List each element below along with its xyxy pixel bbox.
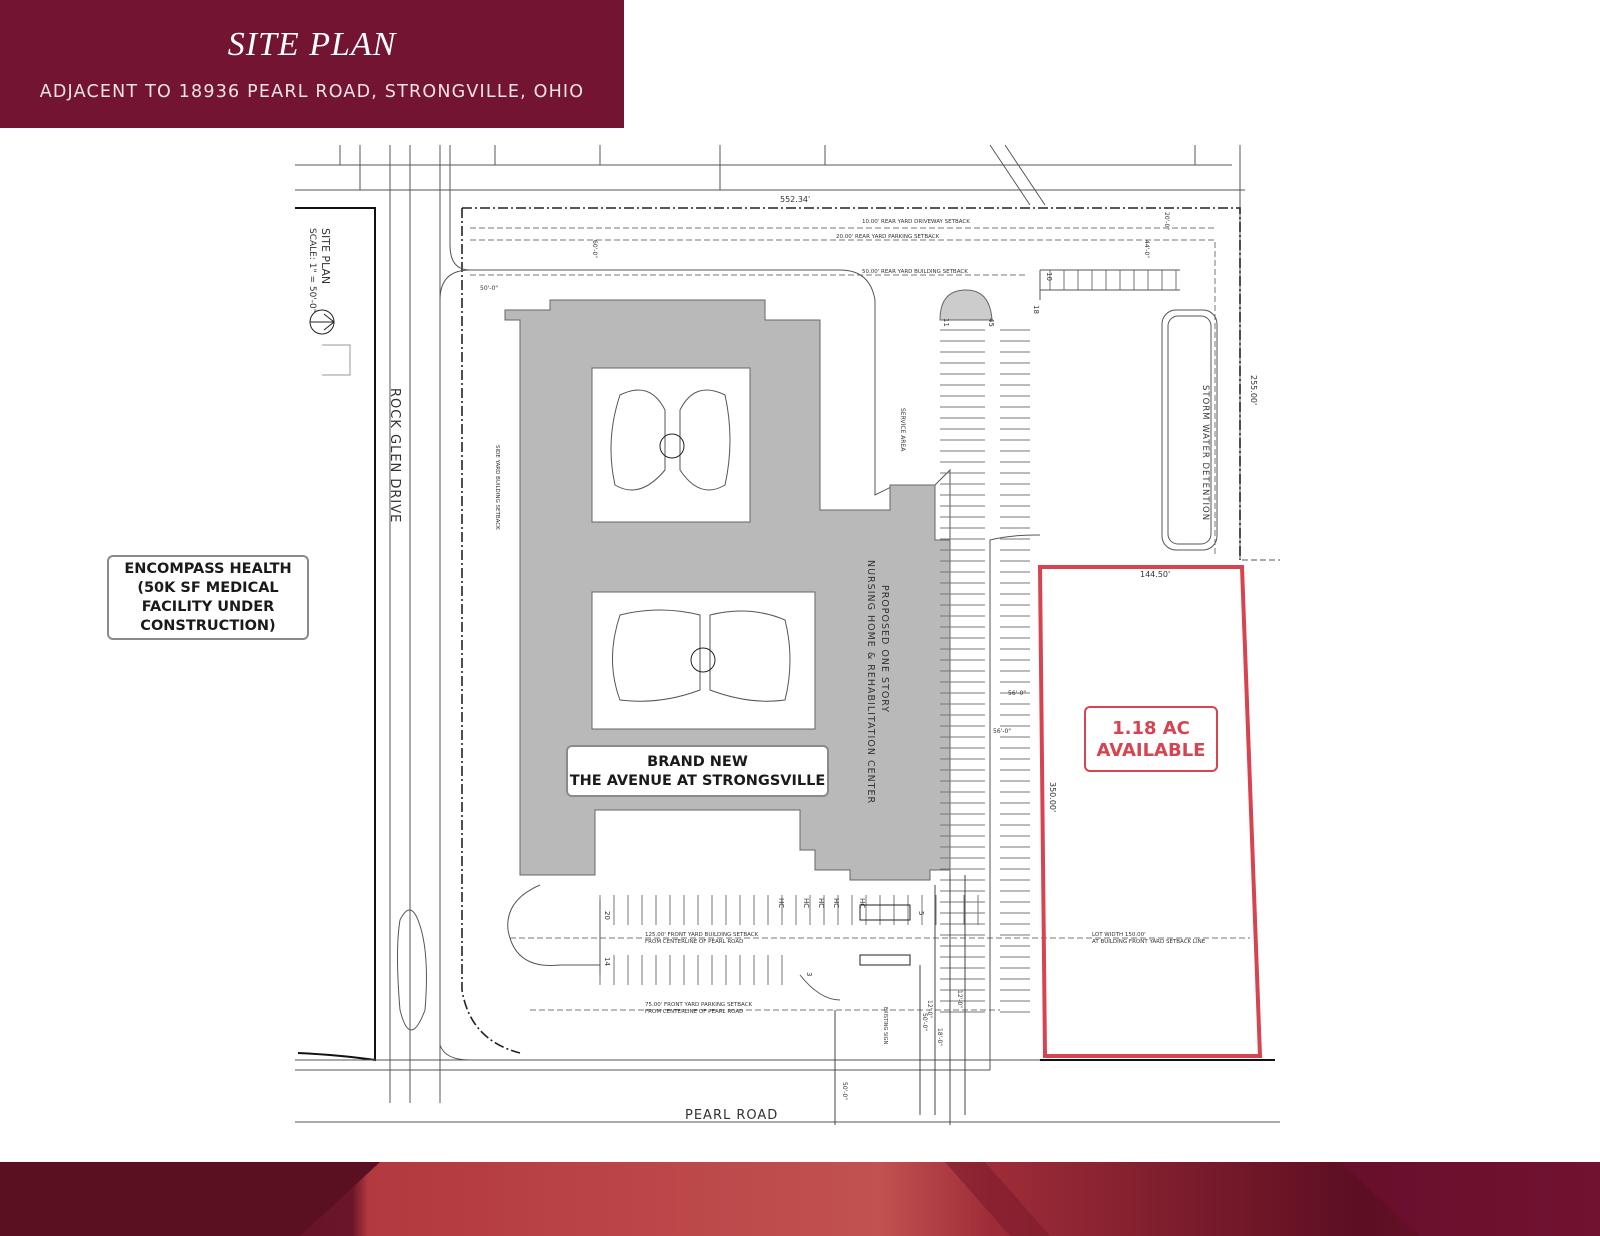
encompass-health-callout: ENCOMPASS HEALTH (50K SF MEDICAL FACILIT… (107, 555, 309, 640)
rear-building-setback: 50.00' REAR YARD BUILDING SETBACK (862, 269, 968, 275)
hc-stall: HC (832, 898, 840, 909)
proposed-building-use-label: NURSING HOME & REHABILITATION CENTER (865, 560, 876, 805)
hc-stall: HC (777, 898, 785, 909)
dim-bottom-5: 50'-0" (921, 1013, 928, 1032)
title-banner: SITE PLAN ADJACENT TO 18936 PEARL ROAD, … (0, 0, 624, 128)
dim-right-small-2: 20'-0" (1163, 212, 1170, 231)
dim-bottom-2: 18'-0" (936, 1028, 943, 1047)
callout-line: AVAILABLE (1096, 740, 1206, 761)
front-building-setback: 125.00' FRONT YARD BUILDING SETBACK (645, 932, 759, 938)
footer-band (0, 1162, 1600, 1236)
front-building-setback-ref: FROM CENTERLINE OF PEARL ROAD (645, 939, 744, 945)
callout-line: (50K SF MEDICAL (137, 580, 279, 596)
callout-line: FACILITY UNDER (141, 599, 275, 615)
callout-line: ENCOMPASS HEALTH (124, 561, 292, 577)
dim-left-setback: 50'-0" (480, 285, 499, 292)
dim-lot-width: 144.50' (1140, 570, 1171, 579)
proposed-building-label: PROPOSED ONE STORY (879, 585, 890, 714)
page-subtitle: ADJACENT TO 18936 PEARL ROAD, STRONGVILL… (39, 82, 585, 102)
dim-mid-2: 56'-0" (993, 728, 1012, 735)
stall-count-11: 11 (942, 318, 950, 327)
existing-sign-label: EXISTING SIGN (882, 1007, 888, 1045)
callout-line: CONSTRUCTION) (140, 618, 276, 634)
pearl-road-label: PEARL ROAD (685, 1108, 779, 1123)
avenue-strongsville-callout: BRAND NEW THE AVENUE AT STRONGSVILLE (566, 745, 829, 797)
front-parking-setback-ref: FROM CENTERLINE OF PEARL ROAD (645, 1009, 744, 1015)
front-parking-setback: 75.00' FRONT YARD PARKING SETBACK (645, 1002, 753, 1008)
stall-count-3: 3 (805, 972, 813, 977)
stall-count-20: 20 (603, 911, 611, 920)
dim-bottom-4: 12'-0" (956, 990, 963, 1009)
hc-stall: HC (858, 898, 866, 909)
dim-mid-1: 56'-0" (1008, 690, 1027, 697)
dim-top: 552.34' (780, 195, 811, 204)
callout-line: BRAND NEW (647, 754, 748, 770)
rear-driveway-setback: 10.00' REAR YARD DRIVEWAY SETBACK (862, 219, 970, 225)
storm-water-label: STORM WATER DETENTION (1200, 385, 1210, 522)
dim-bottom-1: 50'-0" (841, 1082, 848, 1101)
service-area-label: SERVICE AREA (899, 408, 906, 452)
side-setback-label: SIDE YARD BUILDING SETBACK (494, 445, 500, 530)
available-acreage-callout: 1.18 AC AVAILABLE (1084, 706, 1218, 772)
rock-glen-drive-label: ROCK GLEN DRIVE (387, 388, 402, 524)
scale-label: SCALE: 1" = 50'-0" (307, 228, 317, 313)
lot-width-note: LOT WIDTH 150.00' (1092, 932, 1146, 938)
callout-line: 1.18 AC (1112, 718, 1190, 739)
stall-count-14: 14 (603, 957, 611, 966)
site-plan-label: SITE PLAN (319, 228, 332, 285)
dim-lot-depth: 350.00' (1048, 782, 1057, 813)
stall-count-10: 10 (1045, 272, 1053, 281)
stall-count-18: 18 (1032, 305, 1040, 314)
hc-stall: HC (817, 898, 825, 909)
callout-line: THE AVENUE AT STRONGSVILLE (569, 773, 826, 789)
hc-stall: HC (802, 898, 810, 909)
dim-right-small-1: 44'-0" (1143, 240, 1150, 259)
rear-parking-setback: 20.00' REAR YARD PARKING SETBACK (836, 234, 940, 240)
lot-width-note-ref: AT BUILDING FRONT YARD SETBACK LINE (1092, 939, 1206, 945)
page-title: SITE PLAN (227, 26, 397, 63)
dim-right: 255.00' (1249, 375, 1258, 406)
dim-top-small: 60'-0" (591, 240, 598, 259)
stall-count-45: 45 (987, 318, 995, 327)
stall-count-5: 5 (917, 911, 925, 916)
